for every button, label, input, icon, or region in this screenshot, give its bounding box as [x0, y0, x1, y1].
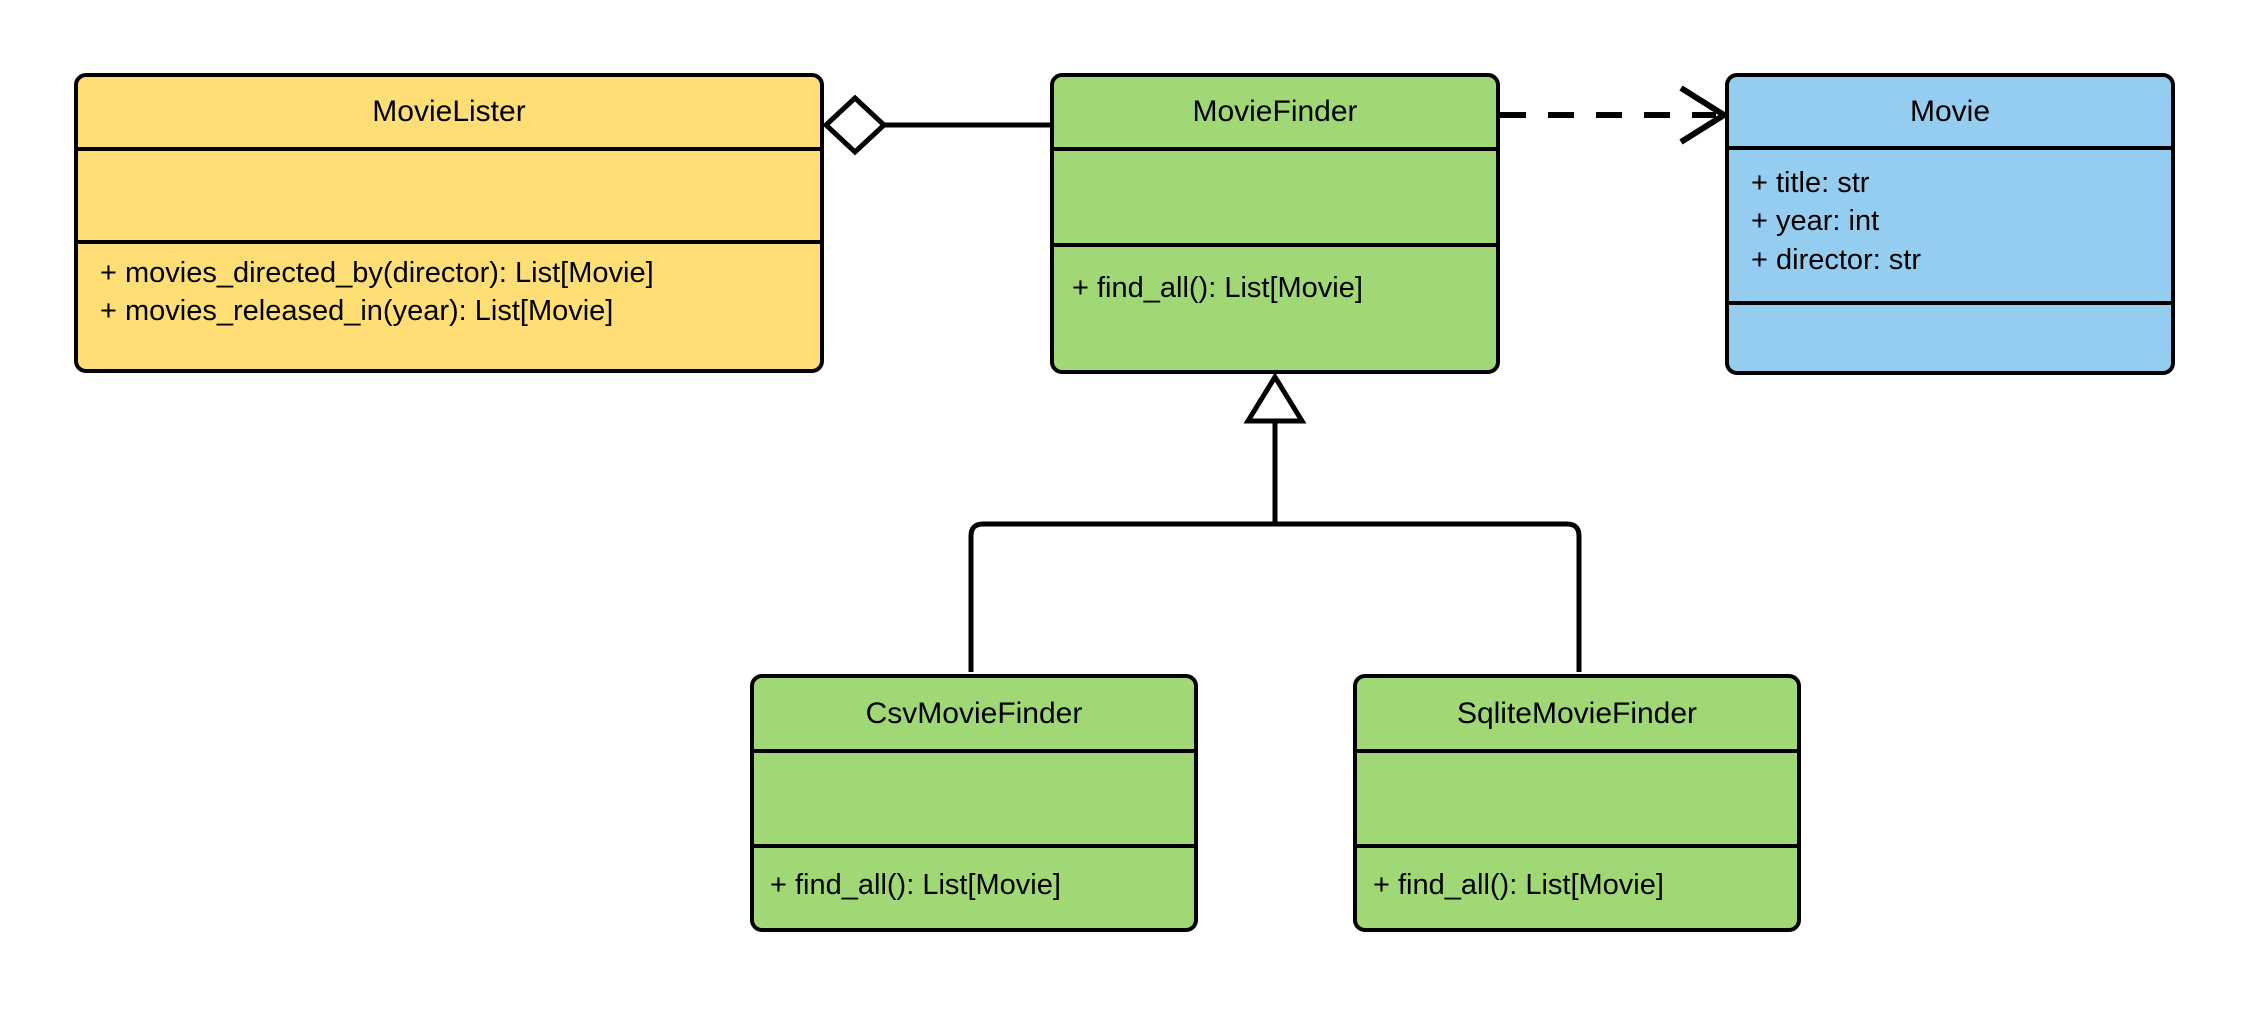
- class-name-compartment: Movie: [1729, 77, 2171, 146]
- method-item: + movies_directed_by(director): List[Mov…: [100, 256, 654, 289]
- class-methods-compartment: + movies_directed_by(director): List[Mov…: [78, 239, 820, 369]
- class-attributes-compartment: [754, 749, 1194, 844]
- open-arrow-icon: [1679, 85, 1730, 145]
- method-item: + find_all(): List[Movie]: [770, 869, 1061, 901]
- class-box-movie[interactable]: Movie + title: str + year: int + directo…: [1725, 73, 2175, 375]
- method-item: + movies_released_in(year): List[Movie]: [100, 294, 614, 327]
- method-item: + find_all(): List[Movie]: [1072, 271, 1363, 304]
- dependency-finder-movie: [1500, 85, 1730, 145]
- class-title: MovieLister: [372, 95, 526, 129]
- class-methods-compartment: + find_all(): List[Movie]: [1357, 844, 1797, 928]
- class-title: SqliteMovieFinder: [1456, 697, 1698, 730]
- class-box-movie-lister[interactable]: MovieLister + movies_directed_by(directo…: [74, 73, 824, 373]
- class-attributes-compartment: [1357, 749, 1797, 844]
- attribute-item: + year: int: [1751, 205, 1880, 238]
- class-name-compartment: CsvMovieFinder: [754, 678, 1194, 749]
- class-box-csv-movie-finder[interactable]: CsvMovieFinder + find_all(): List[Movie]: [750, 674, 1198, 932]
- generalization-branch: [968, 521, 1582, 672]
- class-title: CsvMovieFinder: [865, 697, 1083, 730]
- class-title: MovieFinder: [1192, 95, 1358, 129]
- aggregation-lister-finder: [822, 94, 1050, 156]
- class-name-compartment: MovieFinder: [1054, 77, 1496, 147]
- class-methods-compartment: + find_all(): List[Movie]: [754, 844, 1194, 928]
- class-attributes-compartment: [78, 146, 820, 240]
- class-name-compartment: MovieLister: [78, 77, 820, 147]
- method-item: + find_all(): List[Movie]: [1373, 869, 1664, 901]
- class-box-movie-finder[interactable]: MovieFinder + find_all(): List[Movie]: [1050, 73, 1500, 374]
- hollow-triangle-icon: [1243, 372, 1307, 424]
- hollow-diamond-icon: [822, 94, 888, 156]
- class-methods-compartment: [1729, 301, 2171, 371]
- class-title: Movie: [1909, 95, 1991, 128]
- class-attributes-compartment: + title: str + year: int + director: str: [1729, 146, 2171, 301]
- class-box-sqlite-movie-finder[interactable]: SqliteMovieFinder + find_all(): List[Mov…: [1353, 674, 1801, 932]
- class-name-compartment: SqliteMovieFinder: [1357, 678, 1797, 749]
- class-methods-compartment: + find_all(): List[Movie]: [1054, 242, 1496, 370]
- class-attributes-compartment: [1054, 146, 1496, 243]
- attribute-item: + title: str: [1751, 167, 1870, 199]
- generalization-tree: [968, 372, 1582, 672]
- attribute-item: + director: str: [1751, 243, 1922, 276]
